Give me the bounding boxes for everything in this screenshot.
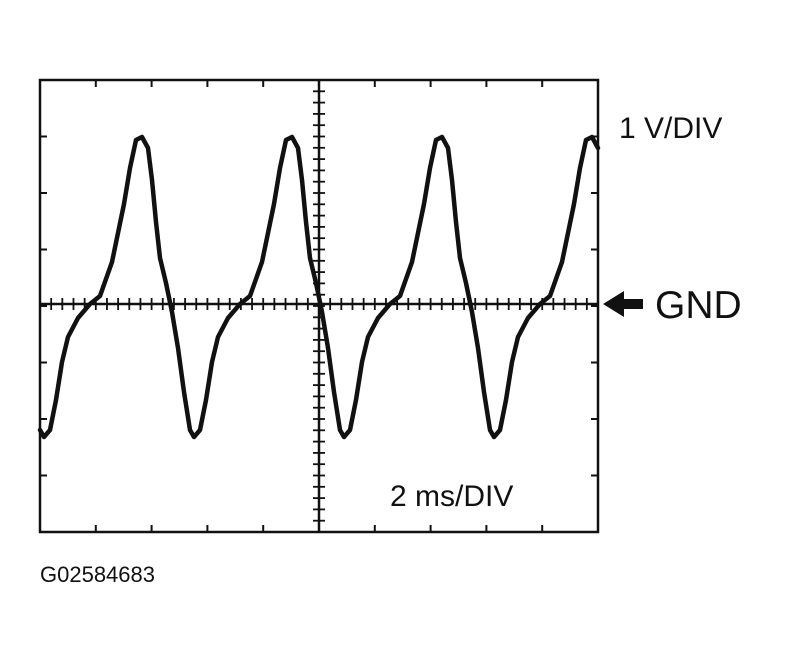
ground-marker: GND	[603, 284, 742, 327]
arrow-left-icon	[603, 291, 643, 317]
figure-id-label: G02584683	[40, 562, 155, 587]
time-scale-label: 2 ms/DIV	[390, 480, 513, 513]
scope-axes	[40, 80, 598, 532]
volt-scale-label: 1 V/DIV	[619, 112, 722, 145]
ground-label: GND	[655, 284, 742, 327]
signal-waveform	[37, 134, 601, 440]
